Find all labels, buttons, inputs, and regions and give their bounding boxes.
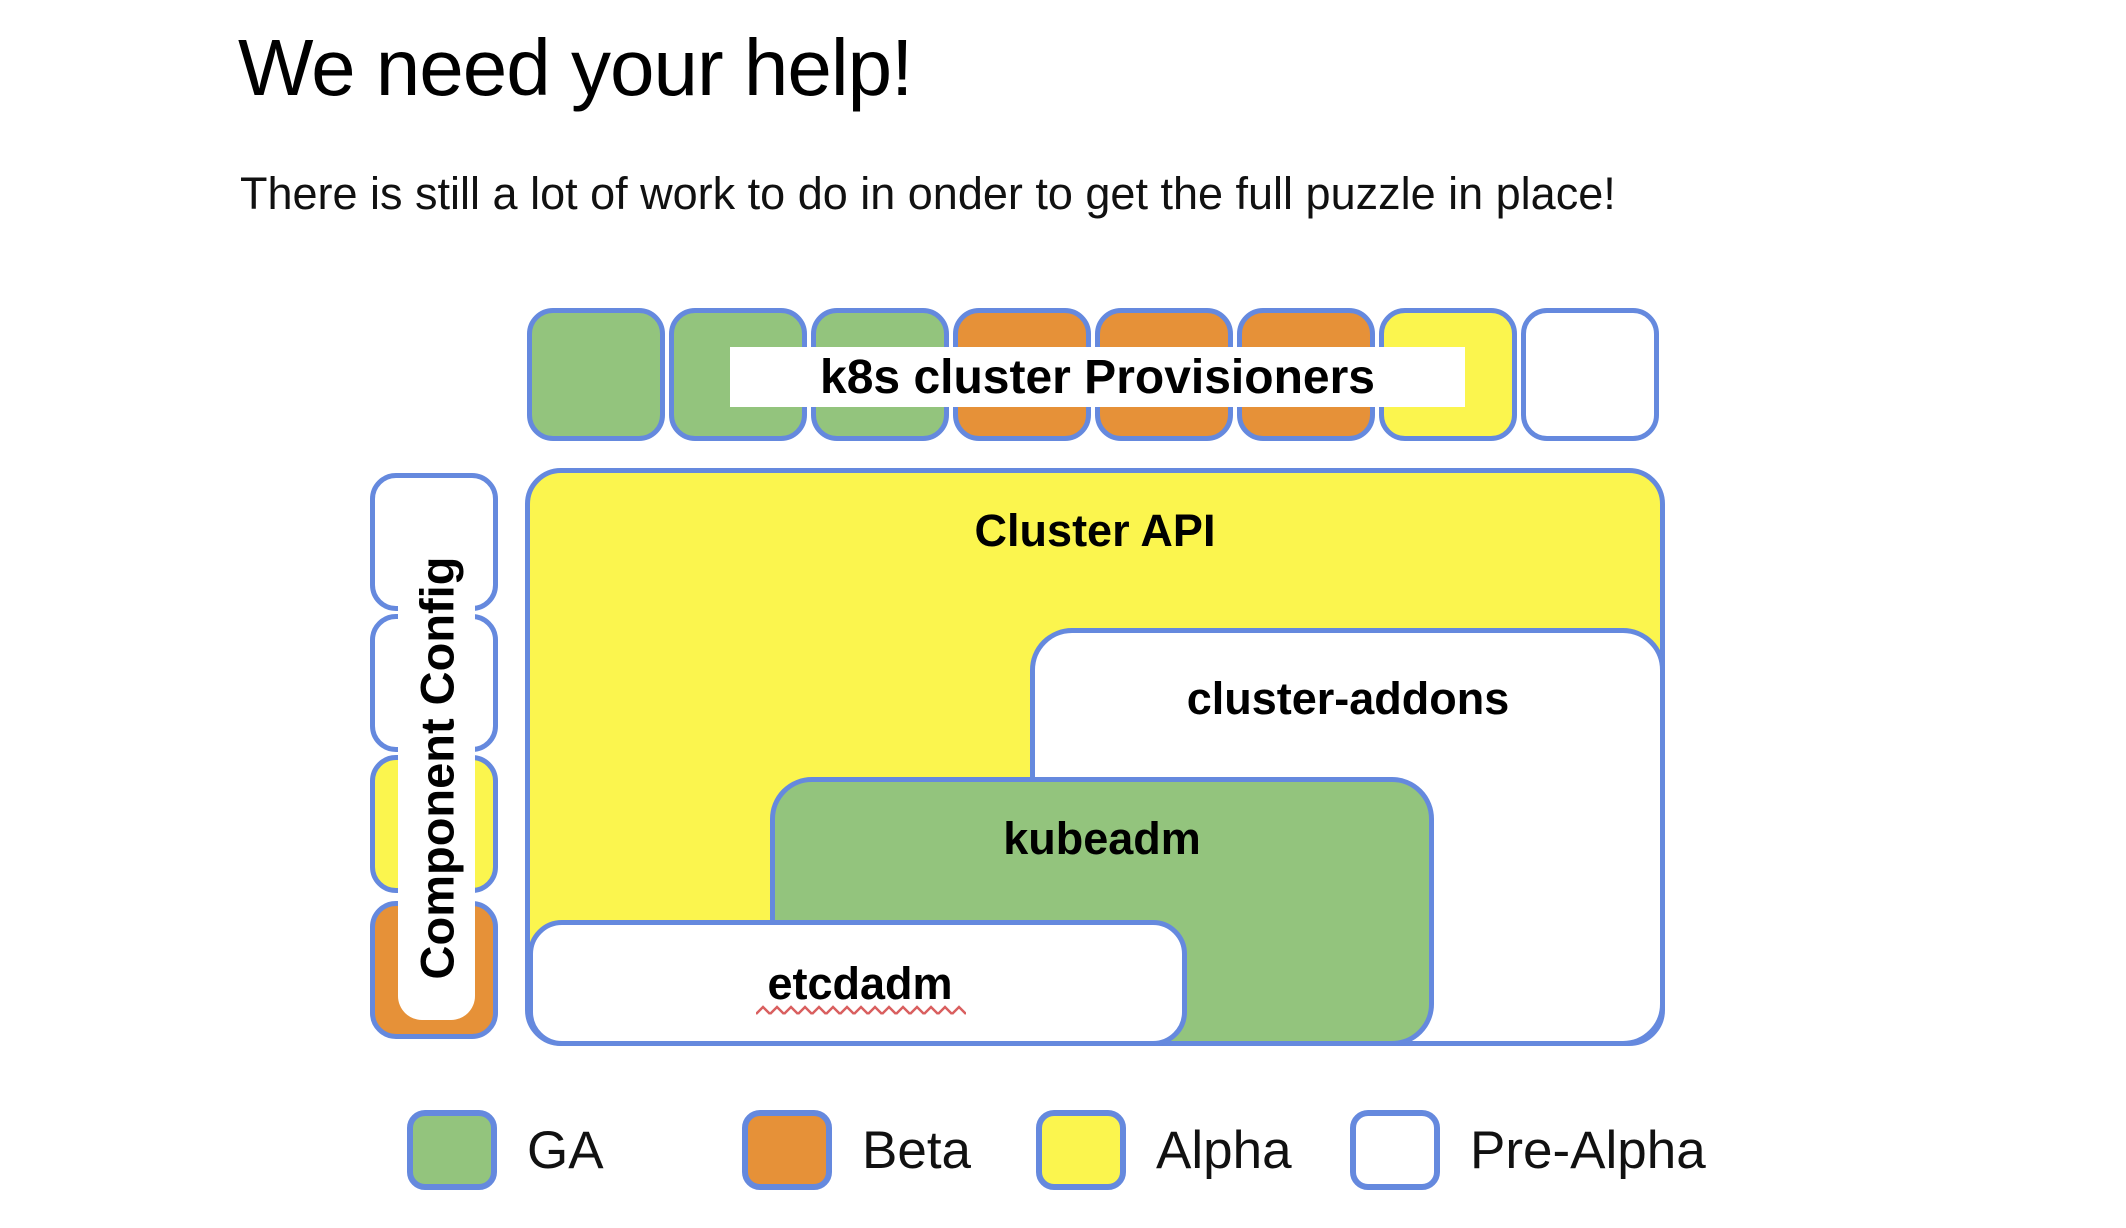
legend-item-ga: GA xyxy=(407,1110,604,1190)
component-config-label-box: Component Config xyxy=(398,515,475,1020)
spellcheck-squiggle-icon xyxy=(756,1004,966,1018)
legend-swatch-beta xyxy=(742,1110,832,1190)
provisioner-square xyxy=(1521,308,1659,441)
legend-label-beta: Beta xyxy=(862,1120,972,1180)
legend-swatch-alpha xyxy=(1036,1110,1126,1190)
page-title: We need your help! xyxy=(238,23,913,112)
legend-item-alpha: Alpha xyxy=(1036,1110,1292,1190)
provisioners-label-band: k8s cluster Provisioners xyxy=(730,347,1465,407)
legend-swatch-prealpha xyxy=(1350,1110,1440,1190)
legend-item-prealpha: Pre-Alpha xyxy=(1350,1110,1706,1190)
etcdadm-label: etcdadm xyxy=(767,958,953,1009)
etcdadm-box xyxy=(528,920,1187,1046)
legend-item-beta: Beta xyxy=(742,1110,971,1190)
provisioner-square xyxy=(527,308,665,441)
provisioners-label: k8s cluster Provisioners xyxy=(820,350,1375,404)
legend-label-ga: GA xyxy=(527,1120,604,1180)
legend-label-prealpha: Pre-Alpha xyxy=(1470,1120,1706,1180)
cluster-api-label: Cluster API xyxy=(974,505,1216,556)
page-subtitle: There is still a lot of work to do in on… xyxy=(240,168,1616,219)
legend-swatch-ga xyxy=(407,1110,497,1190)
component-config-label: Component Config xyxy=(410,556,463,979)
legend-label-alpha: Alpha xyxy=(1156,1120,1292,1180)
cluster-addons-label: cluster-addons xyxy=(1186,673,1510,724)
kubeadm-label: kubeadm xyxy=(1003,813,1201,864)
